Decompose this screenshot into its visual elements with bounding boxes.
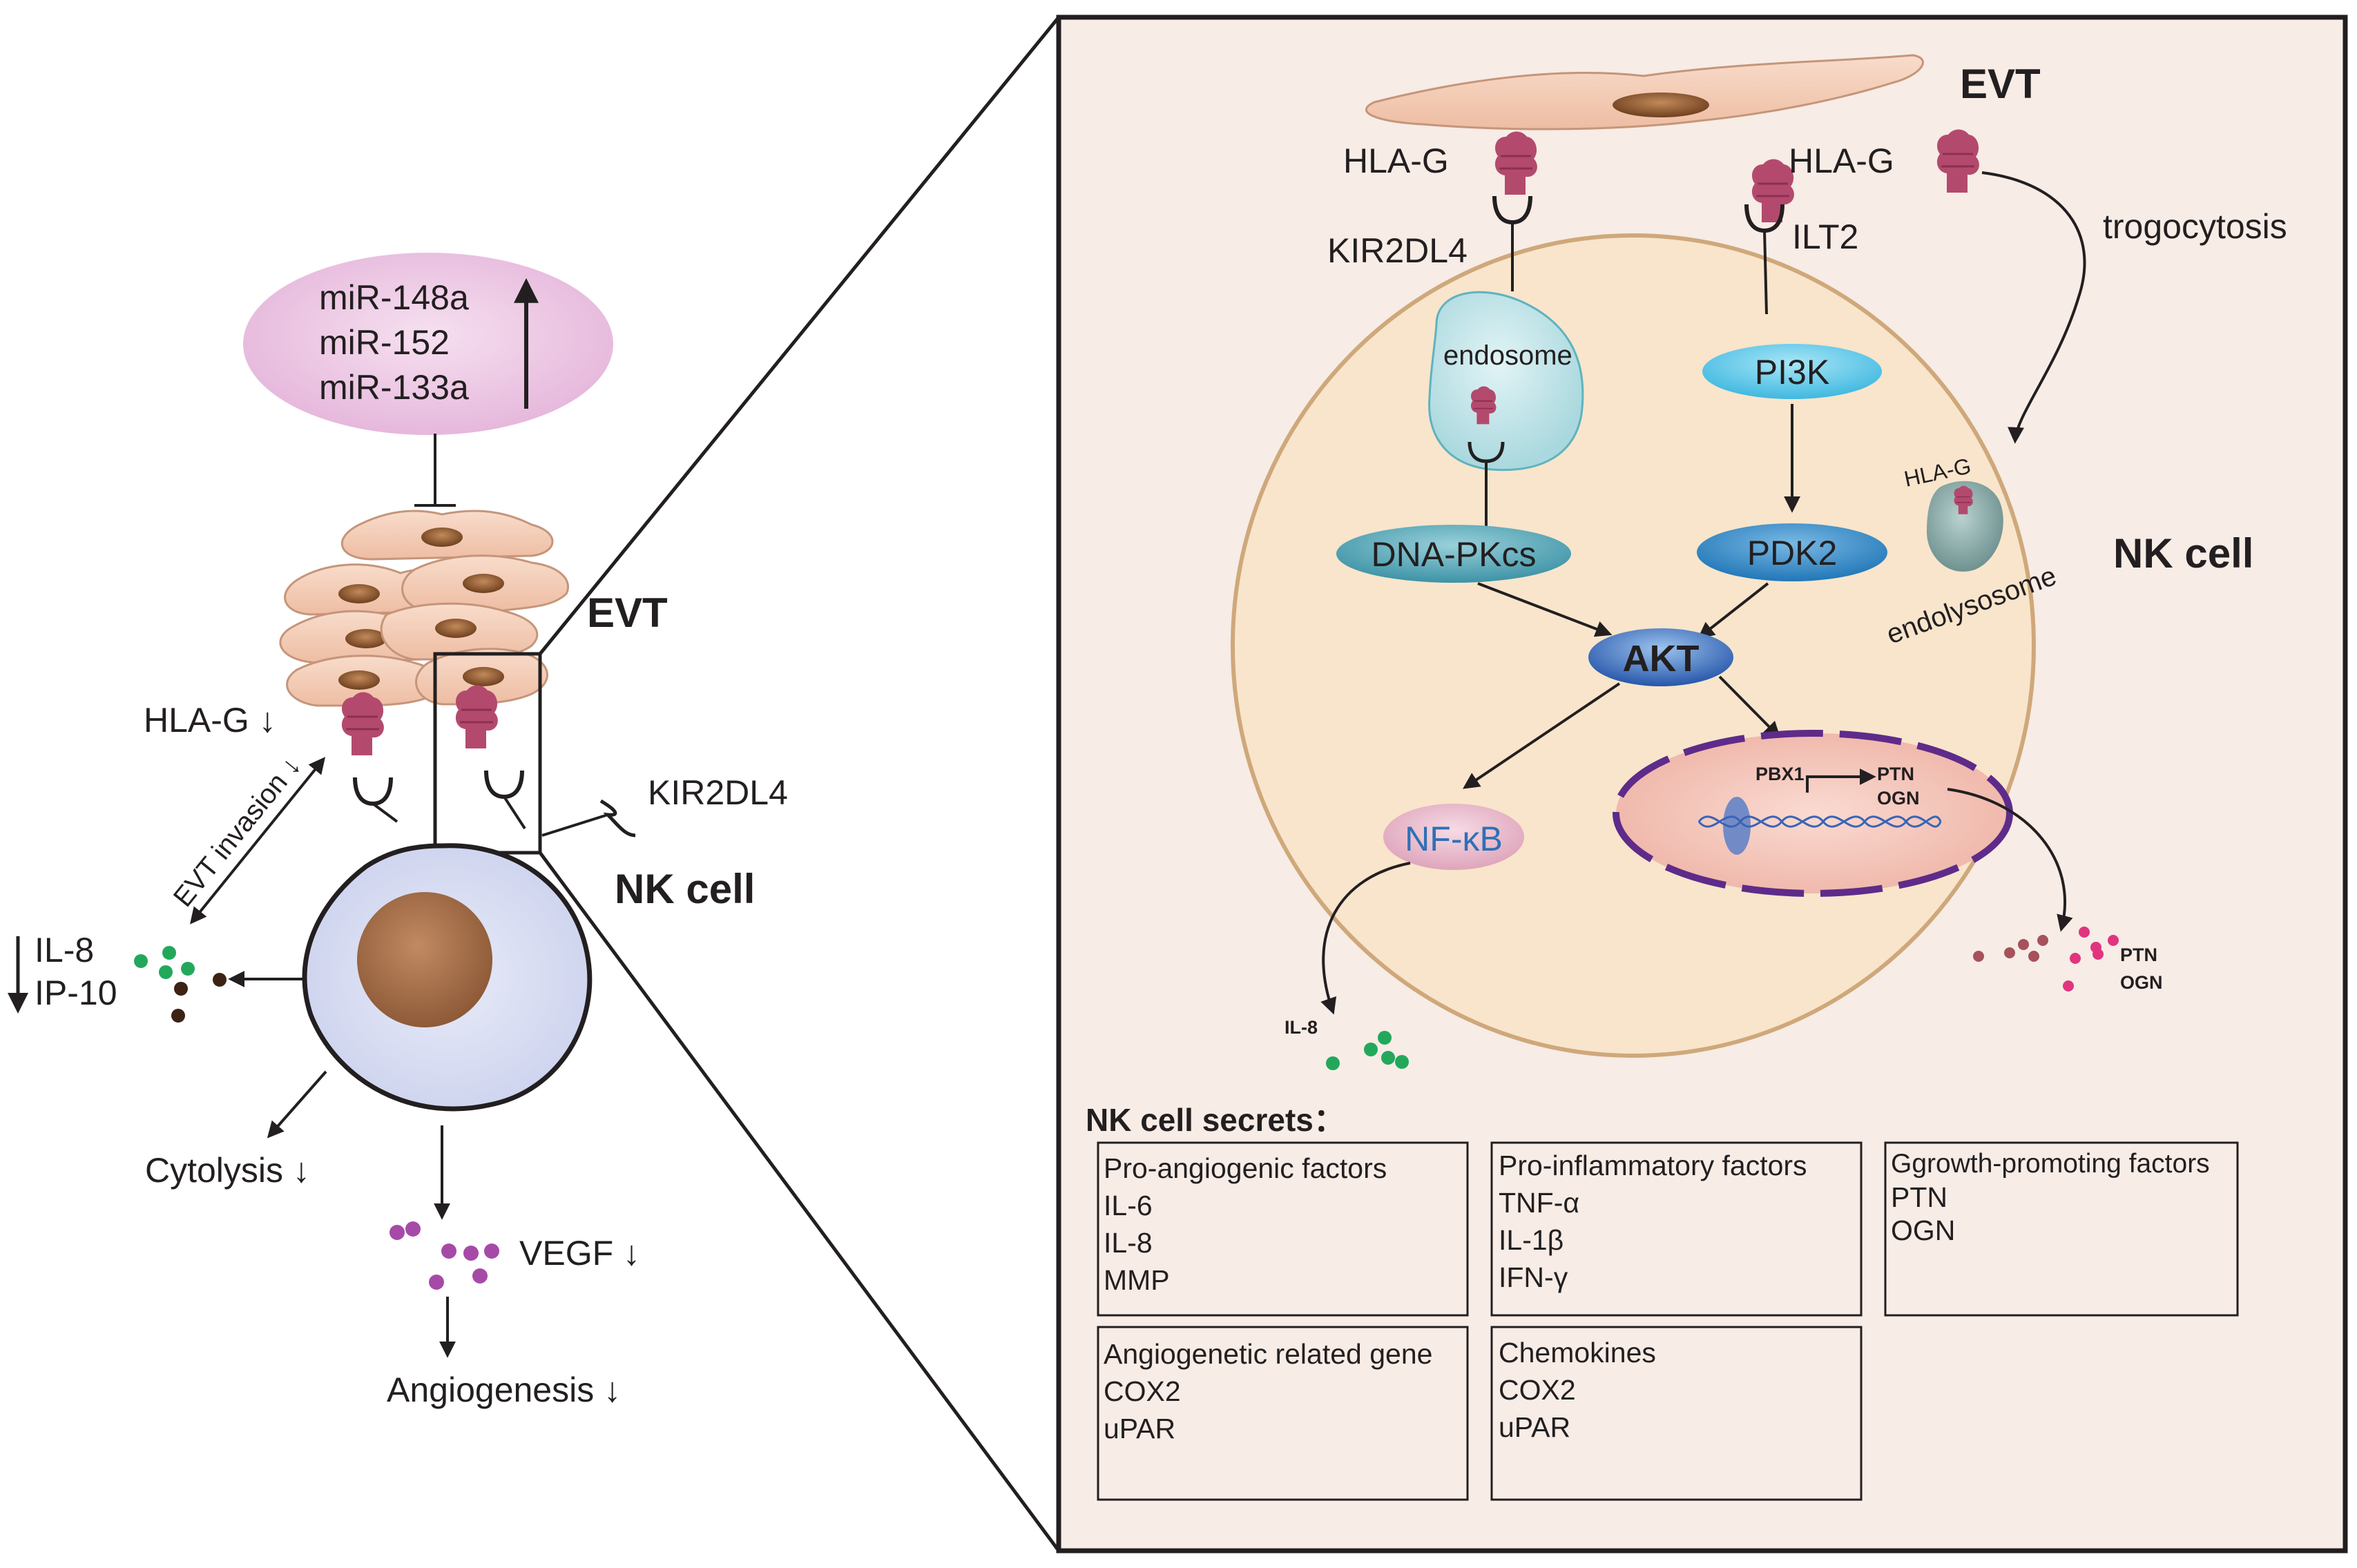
nfkb-label: NF-κB: [1405, 820, 1503, 858]
box-item: TNF-α: [1499, 1187, 1579, 1219]
box-item: OGN: [1891, 1214, 1955, 1246]
zoom-line-top: [539, 16, 1060, 655]
vegf-dots: [389, 1221, 499, 1290]
endolysosome: [1927, 481, 2003, 572]
right-evt-cell: [1365, 54, 1924, 130]
nfkb-to-il8-arrow: [1320, 862, 1411, 1015]
mirna-label-2: miR-152: [319, 323, 450, 362]
box-title: Chemokines: [1499, 1337, 1656, 1368]
angiogenesis-label: Angiogenesis ↓: [387, 1371, 621, 1409]
mirna-inhibition: [414, 434, 456, 507]
box-title: Pro-angiogenic factors: [1104, 1152, 1387, 1184]
endosome-label: endosome: [1443, 340, 1572, 371]
box-item: uPAR: [1104, 1413, 1175, 1444]
dnapkcs-to-akt-arrow: [1477, 582, 1613, 637]
right-kir2dl4-label: KIR2DL4: [1327, 231, 1468, 270]
pdk2-to-akt-arrow: [1697, 582, 1769, 639]
nfkb-node: [1383, 804, 1524, 870]
right-nk-cell-label: NK cell: [2113, 530, 2253, 577]
pdk2-node: [1697, 523, 1887, 581]
evt-invasion-arrow: [189, 757, 326, 925]
left-nk-cell: [302, 843, 593, 1112]
right-hlag-label-left: HLA-G: [1343, 142, 1449, 180]
left-hlag-molecule-2: [454, 684, 499, 750]
box-item: MMP: [1104, 1264, 1170, 1296]
akt-to-nucleus-arrow: [1718, 675, 1781, 739]
nucleus-to-ptn-arrow: [1947, 788, 2073, 932]
secretes-box-chemokines: Chemokines COX2 uPAR: [1490, 1326, 1863, 1501]
pi3k-node: [1702, 344, 1882, 399]
box-item: IFN-γ: [1499, 1261, 1568, 1293]
trogocytosis-label: trogocytosis: [2103, 207, 2287, 246]
box-item: COX2: [1104, 1375, 1181, 1407]
nucleus-ogn-label: OGN: [1877, 788, 1920, 809]
right-ilt2-label: ILT2: [1792, 217, 1858, 256]
akt-label: AKT: [1623, 638, 1700, 679]
left-nk-cell-label: NK cell: [615, 866, 755, 912]
left-evt-label: EVT: [587, 590, 668, 636]
cytokine-label-il8: IL-8: [35, 931, 94, 969]
secretes-box-pro-angiogenic: Pro-angiogenic factors IL-6 IL-8 MMP: [1097, 1141, 1469, 1317]
left-kir2dl4-receptor: [541, 799, 636, 838]
ptn-out-label: PTN: [2120, 945, 2157, 965]
endosome: [1428, 291, 1584, 539]
right-evt-label: EVT: [1960, 61, 2041, 107]
box-item: IL-6: [1104, 1190, 1153, 1221]
secretes-title: NK cell secrets：: [1086, 1102, 1345, 1138]
pbx1-label: PBX1: [1755, 764, 1805, 784]
left-kir2dl4-label: KIR2DL4: [648, 773, 788, 812]
right-nucleus: [1613, 730, 2013, 897]
zoom-line-bottom: [538, 851, 1061, 1552]
box-title: Pro-inflammatory factors: [1499, 1150, 1807, 1181]
mirna-label-1: miR-148a: [319, 278, 469, 317]
dnapkcs-label: DNA-PKcs: [1372, 535, 1537, 574]
pdk2-label: PDK2: [1747, 534, 1838, 572]
evt-cell-cluster: [279, 510, 569, 707]
akt-to-nfkb-arrow: [1463, 682, 1621, 789]
mirna-label-3: miR-133a: [319, 368, 469, 407]
right-kir2dl4-receptor: [1494, 196, 1530, 291]
nucleus-ptn-label: PTN: [1877, 764, 1914, 784]
box-item: COX2: [1499, 1374, 1576, 1406]
akt-node: [1588, 628, 1733, 686]
left-receptor-1: [355, 777, 398, 823]
left-hlag-label: HLA-G ↓: [144, 701, 276, 739]
secretes-box-pro-inflammatory: Pro-inflammatory factors TNF-α IL-1β IFN…: [1490, 1141, 1863, 1317]
right-hlag-label-right: HLA-G: [1789, 142, 1894, 180]
left-receptor-2: [486, 771, 526, 830]
box-item: IL-1β: [1499, 1224, 1564, 1256]
secretes-box-growth-promoting: Ggrowth-promoting factors PTN OGN: [1884, 1141, 2239, 1317]
box-title: Ggrowth-promoting factors: [1891, 1149, 2210, 1179]
box-item: PTN: [1891, 1181, 1947, 1213]
cytolysis-arrow: [267, 1070, 327, 1139]
trogocytosis-arrow: [1981, 171, 2086, 444]
ptn-ogn-out-dots: [1973, 927, 2119, 991]
vegf-label: VEGF ↓: [519, 1234, 640, 1272]
box-title: Angiogenetic related gene: [1104, 1338, 1432, 1370]
secretes-box-angiogenetic: Angiogenetic related gene COX2 uPAR: [1097, 1326, 1469, 1501]
right-ilt2-receptor: [1747, 204, 1782, 315]
il8-out-dots: [1326, 1031, 1409, 1070]
dnapkcs-node: [1336, 525, 1571, 583]
box-item: uPAR: [1499, 1411, 1570, 1443]
evt-invasion-label: EVT invasion ↓: [168, 751, 307, 912]
left-hlag-molecule-1: [340, 691, 385, 757]
cytolysis-label: Cytolysis ↓: [145, 1151, 310, 1190]
cytokine-label-ip10: IP-10: [35, 974, 117, 1012]
left-cytokine-dots: [134, 946, 227, 1023]
ogn-out-label: OGN: [2120, 972, 2163, 993]
il8-out-label: IL-8: [1285, 1017, 1318, 1038]
box-item: IL-8: [1104, 1227, 1153, 1259]
pi3k-label: PI3K: [1755, 353, 1829, 391]
mirna-group: miR-148a miR-152 miR-133a: [243, 253, 613, 435]
